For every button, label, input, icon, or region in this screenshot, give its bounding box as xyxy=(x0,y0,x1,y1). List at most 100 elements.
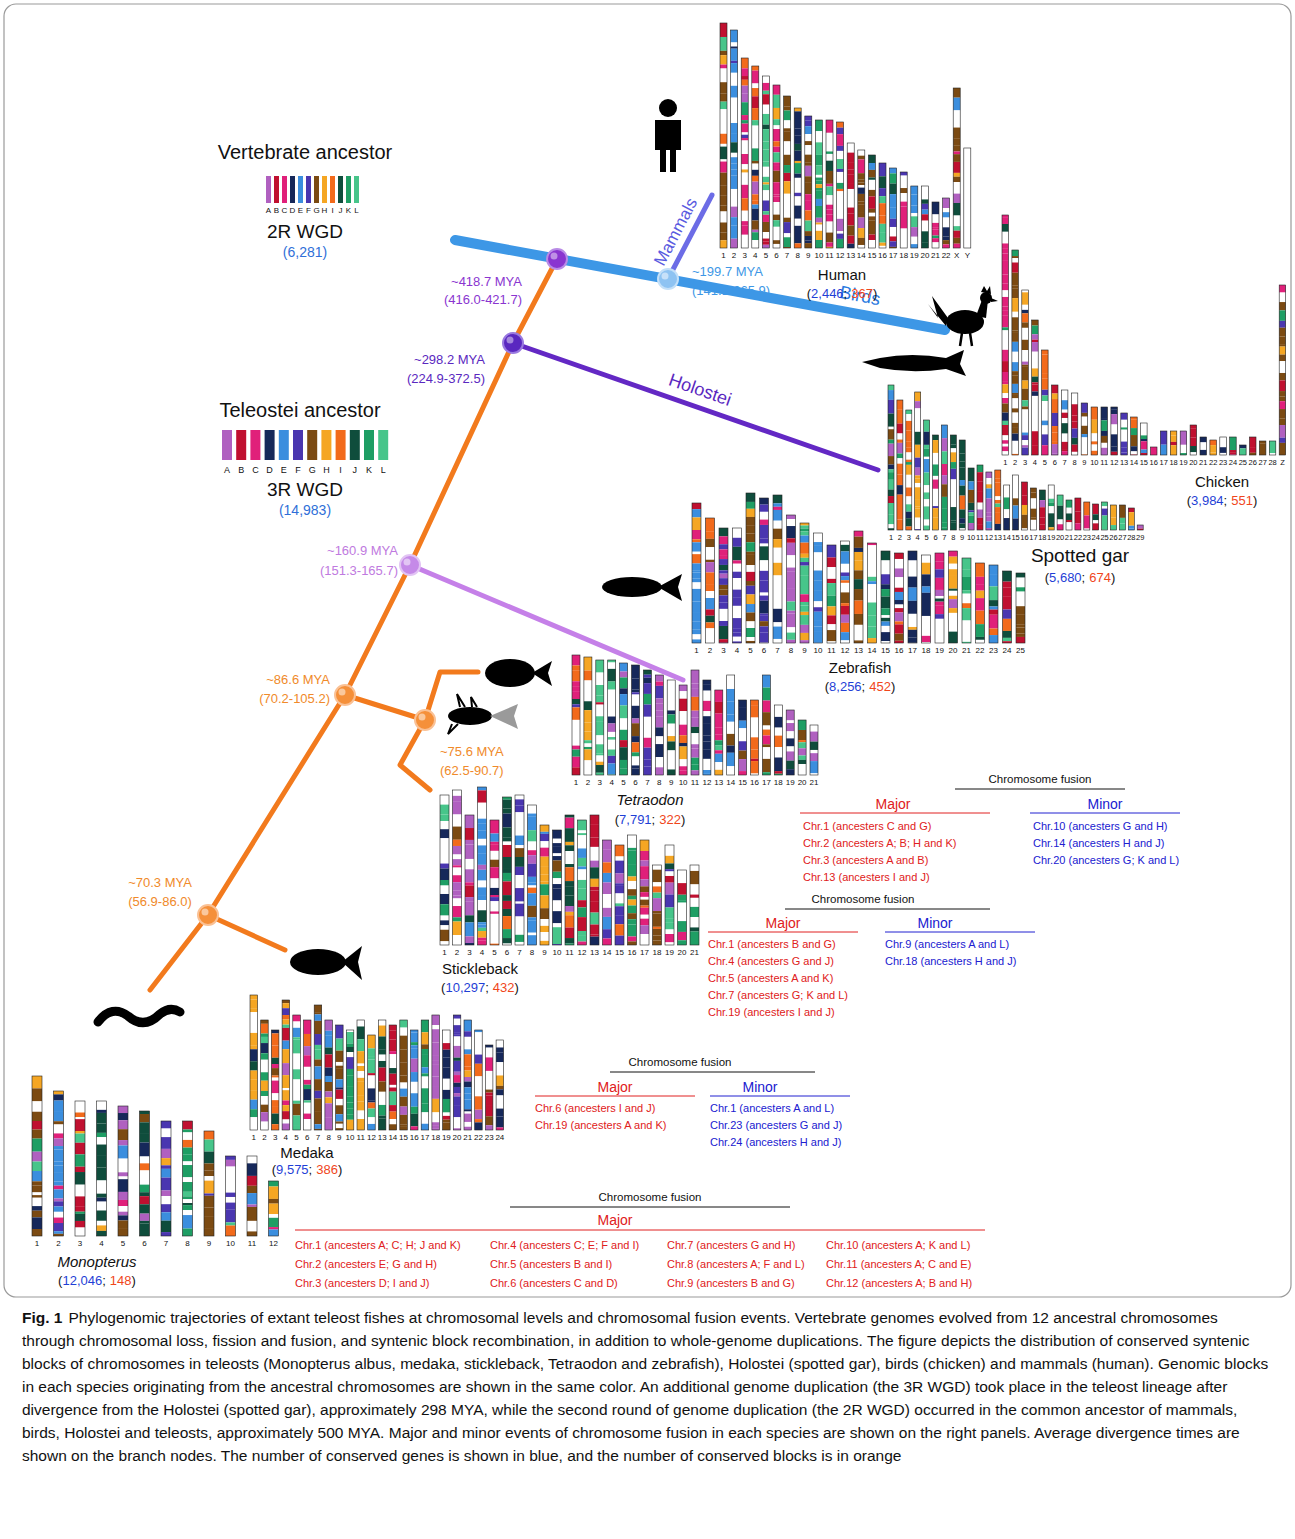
chromosome-band xyxy=(515,836,524,846)
chromosome-band xyxy=(800,529,809,532)
chromosome-band xyxy=(953,216,960,227)
chromosome-band xyxy=(453,827,462,840)
chromosome-band xyxy=(774,705,782,717)
chromosome-outline xyxy=(690,865,699,945)
chromosome-band xyxy=(653,870,662,883)
chromosome-band xyxy=(815,165,822,174)
chromosome-band xyxy=(1111,505,1117,508)
chromosome-band xyxy=(565,864,574,867)
chromosome-band xyxy=(841,583,850,593)
chromosome-band xyxy=(932,236,939,239)
chromosome-band xyxy=(1279,443,1286,455)
chromosome-band xyxy=(720,117,727,126)
ancestor-chromosome xyxy=(222,430,232,460)
chromosome-band xyxy=(565,887,574,896)
chromosome-band xyxy=(691,764,699,770)
chromosome-outline xyxy=(890,168,897,248)
chromosome-band xyxy=(528,864,537,877)
chromosome-band xyxy=(854,570,863,579)
chromosome-band xyxy=(773,141,780,146)
chromosome-band xyxy=(895,612,904,621)
chromosome-outline xyxy=(976,563,985,643)
chromosome-band xyxy=(590,861,599,868)
chromosome-band xyxy=(935,626,944,636)
chromosome-band xyxy=(655,675,663,682)
chromosome-band xyxy=(620,769,628,775)
chromosome-outline xyxy=(628,835,637,945)
chromosome-band xyxy=(784,237,791,247)
chromosome-band xyxy=(786,720,794,723)
chromosome-band xyxy=(810,750,818,753)
chromosome-band xyxy=(620,671,628,677)
chromosome-outline xyxy=(900,172,907,248)
chromosome-band xyxy=(655,711,663,717)
chromosome-band xyxy=(1003,631,1012,638)
chromosome-band xyxy=(762,125,769,130)
chromosome-band xyxy=(1170,435,1177,442)
chromosome-band xyxy=(949,632,958,643)
chromosome-band xyxy=(932,238,939,242)
chromosome-band xyxy=(784,128,791,132)
chromosome-outline xyxy=(932,202,939,248)
chromosome-outline xyxy=(810,725,818,775)
chromosome-band xyxy=(578,835,587,848)
chromosome-band xyxy=(805,176,812,183)
chromosome-band xyxy=(478,887,487,896)
chromosome-band xyxy=(1022,445,1029,447)
chromosome-band xyxy=(715,734,723,740)
chromosome-band xyxy=(911,244,918,248)
chromosome-band xyxy=(528,814,537,817)
chromosome-band xyxy=(854,560,863,570)
chromosome-outline xyxy=(921,186,928,248)
chromosome-outline xyxy=(490,820,499,945)
chromosome-band xyxy=(949,599,958,608)
chromosome-band xyxy=(653,914,662,927)
chromosome-band xyxy=(1012,331,1019,333)
chromosome-band xyxy=(774,757,782,771)
chromosome-band xyxy=(655,682,663,686)
chromosome-band xyxy=(1003,582,1012,588)
chromosome-band xyxy=(908,637,917,643)
chromosome-band xyxy=(798,748,806,755)
chromosome-band xyxy=(584,693,592,701)
chromosome-band xyxy=(752,96,759,108)
chromosome-band xyxy=(632,769,640,775)
chromosome-band xyxy=(440,821,449,829)
chromosome-band xyxy=(784,181,791,193)
chromosome-band xyxy=(690,895,699,898)
chromosome-band xyxy=(715,746,723,751)
chromosome-band xyxy=(1121,452,1128,455)
chromosome-band xyxy=(868,235,875,240)
chromosome-band xyxy=(515,795,524,799)
chromosome-outline xyxy=(1180,431,1187,455)
chromosome-band xyxy=(590,815,599,825)
chromosome-band xyxy=(815,178,822,181)
chromosome-band xyxy=(751,737,759,749)
chromosome-band xyxy=(976,585,985,591)
chromosome-band xyxy=(762,211,769,215)
chromosome-band xyxy=(719,556,728,559)
chromosome-band xyxy=(976,577,985,585)
chromosome-band xyxy=(897,433,903,439)
chromosome-band xyxy=(794,226,801,234)
chromosome-band xyxy=(800,562,809,566)
chromosome-band xyxy=(962,608,971,620)
chromosome-band xyxy=(553,872,562,878)
chromosome-band xyxy=(565,828,574,842)
chromosome-band xyxy=(858,150,865,156)
chromosome-band xyxy=(784,222,791,233)
chromosome-band xyxy=(1039,490,1045,500)
chromosome-band xyxy=(1111,525,1117,530)
chromosome-band xyxy=(968,503,974,510)
chromosome-band xyxy=(752,170,759,176)
chromosome-outline xyxy=(762,675,770,775)
chromosome-band xyxy=(1093,520,1099,523)
ancestor-chromosome xyxy=(266,176,271,203)
chromosome-band xyxy=(1004,518,1010,530)
chromosome-band xyxy=(741,164,748,169)
chromosome-band xyxy=(854,614,863,625)
chromosome-band xyxy=(895,621,904,624)
chromosome-outline xyxy=(1240,445,1247,455)
chromosome-band xyxy=(578,820,587,830)
chromosome-band xyxy=(847,244,854,248)
